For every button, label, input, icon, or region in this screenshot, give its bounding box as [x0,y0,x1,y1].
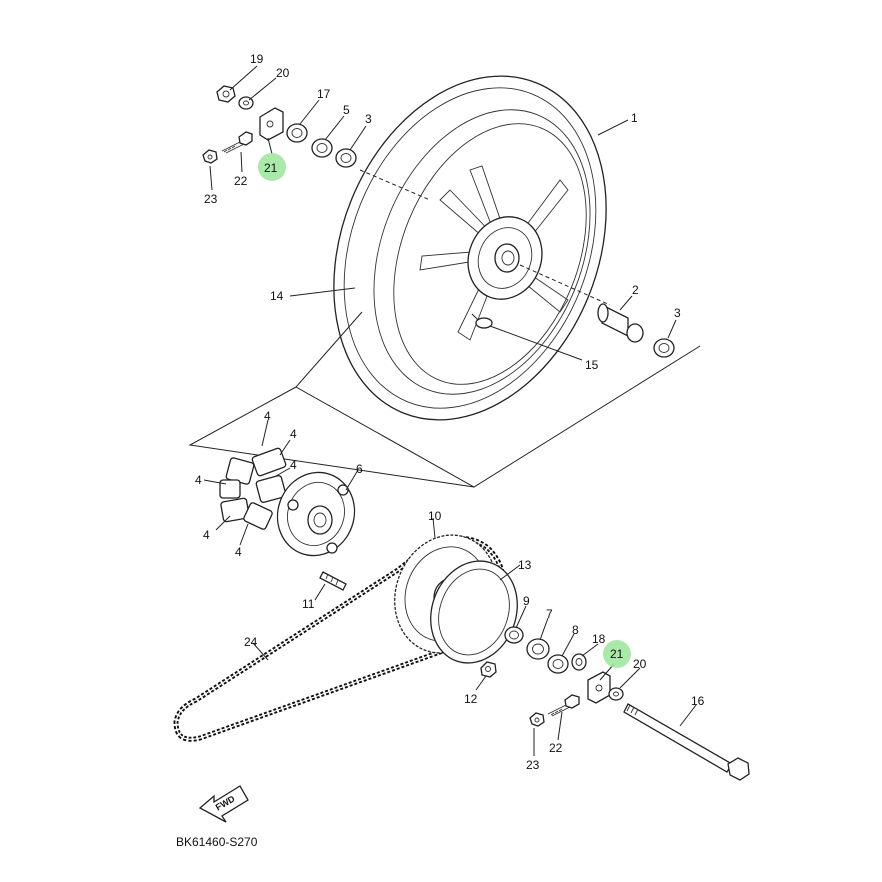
callout-15: 15 [585,358,599,372]
collar-18 [571,653,587,671]
collar-2 [597,303,644,343]
wheel-assembly-frame [295,311,701,488]
bearing-3-upper [335,148,357,168]
callout-4-c: 4 [195,473,202,487]
callout-21-lower: 21 [610,647,624,661]
washer-20-lower [608,687,624,701]
callout-16: 16 [691,694,705,708]
callout-labels: 19 20 17 5 3 1 21 22 23 14 2 3 15 4 4 4 … [195,52,705,772]
highlight-21-upper [258,153,286,181]
collar-9 [504,626,524,644]
callout-23-lower: 23 [526,758,540,772]
drawing-code: BK61460-S270 [176,835,258,849]
callout-4-f: 4 [235,545,242,559]
callout-4-a: 4 [264,409,271,423]
callout-20-upper: 20 [276,66,290,80]
callout-4-b: 4 [290,427,297,441]
callout-17: 17 [317,87,331,101]
bolt-22 [221,131,253,154]
sprocket-plate-13 [430,560,518,664]
rear-wheel [333,75,607,421]
bolt-22-lower [547,694,580,717]
callout-2: 2 [632,283,639,297]
callout-12: 12 [464,692,478,706]
bearing-3-lower [653,338,675,358]
callout-1: 1 [631,111,638,125]
callout-10: 10 [428,509,442,523]
callout-19: 19 [250,52,264,66]
callout-22-lower: 22 [549,741,563,755]
fwd-arrow-icon: FWD [198,785,249,823]
callout-24: 24 [244,635,258,649]
bearing-7 [526,638,550,660]
callout-20-lower: 20 [633,657,647,671]
stud-bolt-11 [319,571,347,591]
collar-17 [286,123,308,143]
callout-3-upper: 3 [365,112,372,126]
callout-21-upper: 21 [264,161,278,175]
callout-4-e: 4 [203,528,210,542]
adjuster-plate-21-lower [587,671,611,704]
leader-lines [203,65,697,756]
adjuster-plate-21 [259,107,284,141]
callout-7: 7 [546,607,553,621]
callout-11: 11 [302,597,315,611]
oil-seal-8 [547,654,569,674]
nut-23-lower [529,712,545,727]
hub-assembly-frame [188,386,475,488]
rear-axle-16 [623,703,750,781]
clutch-hub-6 [276,471,356,557]
callout-5: 5 [343,103,350,117]
damper-set-4 [219,447,287,530]
callout-14: 14 [270,289,284,303]
callout-3-lower: 3 [674,306,681,320]
callout-8: 8 [572,623,579,637]
highlight-21-lower [603,640,631,668]
callout-13: 13 [518,558,532,572]
callout-23-upper: 23 [204,192,218,206]
callout-22-upper: 22 [234,174,248,188]
nut-23 [202,149,218,164]
nut-12 [480,661,497,678]
callout-9: 9 [523,594,530,608]
callout-6: 6 [356,462,363,476]
callout-18: 18 [592,632,606,646]
callout-4-d: 4 [290,458,297,472]
oil-seal-5 [311,138,333,158]
